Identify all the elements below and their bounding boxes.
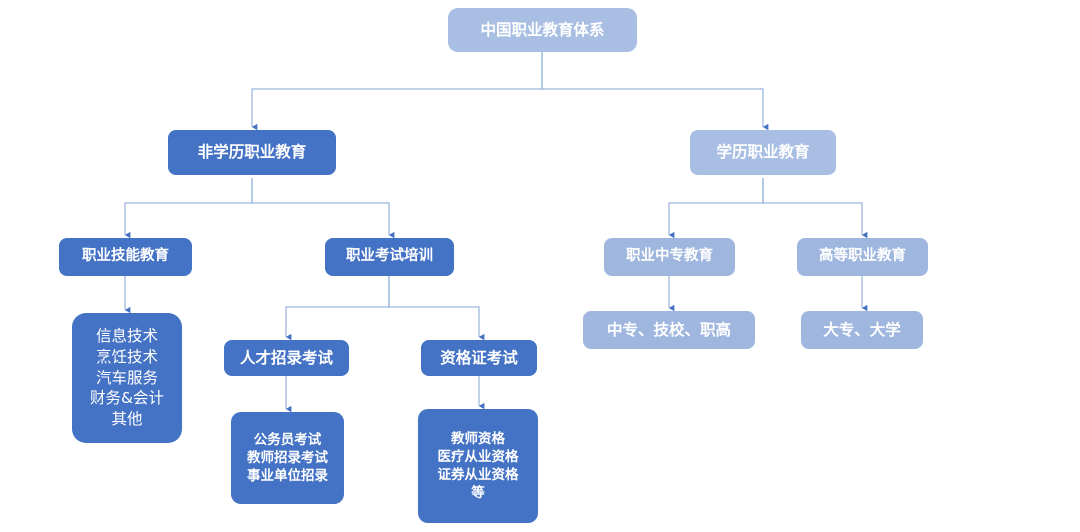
node-recruit-items[interactable]: 公务员考试 教师招录考试 事业单位招录 — [231, 412, 344, 504]
node-vocational-skill-education-label: 职业技能教育 — [82, 248, 169, 265]
edge-degree-higher — [762, 178, 868, 239]
node-higher-schools-label: 大专、大学 — [823, 320, 901, 339]
node-skill-items-line-3: 汽车服务 — [95, 368, 158, 387]
edge-degree-secondary — [668, 178, 764, 239]
node-recruit-items-line-1: 公务员考试 — [253, 431, 322, 448]
node-certificate-exam-label: 资格证考试 — [440, 348, 518, 367]
edge-nondegree-skill — [124, 178, 253, 239]
node-vocational-skill-education[interactable]: 职业技能教育 — [59, 238, 192, 276]
node-higher-vocational-education-label: 高等职业教育 — [819, 248, 906, 265]
node-degree-education-label: 学历职业教育 — [716, 143, 810, 162]
node-root[interactable]: 中国职业教育体系 — [448, 8, 637, 52]
node-root-label: 中国职业教育体系 — [480, 20, 605, 39]
node-secondary-schools-label: 中专、技校、职高 — [606, 320, 731, 339]
node-certificate-items-line-3: 证券从业资格 — [437, 467, 519, 483]
node-secondary-vocational-education[interactable]: 职业中专教育 — [604, 238, 735, 276]
node-exam-training-label: 职业考试培训 — [346, 248, 433, 265]
node-exam-training[interactable]: 职业考试培训 — [325, 238, 454, 276]
node-certificate-items-line-2: 医疗从业资格 — [437, 448, 519, 465]
node-higher-vocational-education[interactable]: 高等职业教育 — [797, 238, 928, 276]
node-skill-items-line-4: 财务&会计 — [89, 389, 165, 408]
node-talent-recruitment-exam[interactable]: 人才招录考试 — [224, 340, 349, 376]
edge-examtraining-cert — [388, 276, 485, 341]
edge-root-nondegree — [251, 52, 543, 131]
node-skill-items-line-2: 烹饪技术 — [95, 347, 158, 366]
node-certificate-items[interactable]: 教师资格 医疗从业资格 证券从业资格 等 — [418, 409, 538, 523]
node-skill-items[interactable]: 信息技术 烹饪技术 汽车服务 财务&会计 其他 — [72, 313, 182, 443]
node-secondary-schools[interactable]: 中专、技校、职高 — [583, 311, 755, 349]
node-skill-items-line-1: 信息技术 — [95, 327, 158, 346]
node-certificate-items-line-1: 教师资格 — [451, 430, 505, 447]
node-higher-schools[interactable]: 大专、大学 — [801, 311, 923, 349]
edge-root-degree — [541, 52, 769, 131]
edge-examtraining-talent — [285, 276, 390, 341]
edge-nondegree-examtraining — [251, 178, 395, 239]
node-non-degree-education-label: 非学历职业教育 — [197, 143, 307, 162]
node-degree-education[interactable]: 学历职业教育 — [690, 130, 836, 175]
node-skill-items-line-5: 其他 — [111, 410, 143, 429]
node-recruit-items-line-2: 教师招录考试 — [247, 449, 328, 466]
node-recruit-items-line-3: 事业单位招录 — [247, 468, 328, 485]
node-secondary-vocational-education-label: 职业中专教育 — [626, 248, 713, 265]
node-talent-recruitment-exam-label: 人才招录考试 — [239, 348, 333, 367]
node-certificate-items-line-4: 等 — [471, 485, 485, 502]
node-non-degree-education[interactable]: 非学历职业教育 — [168, 130, 336, 175]
node-certificate-exam[interactable]: 资格证考试 — [421, 340, 537, 376]
